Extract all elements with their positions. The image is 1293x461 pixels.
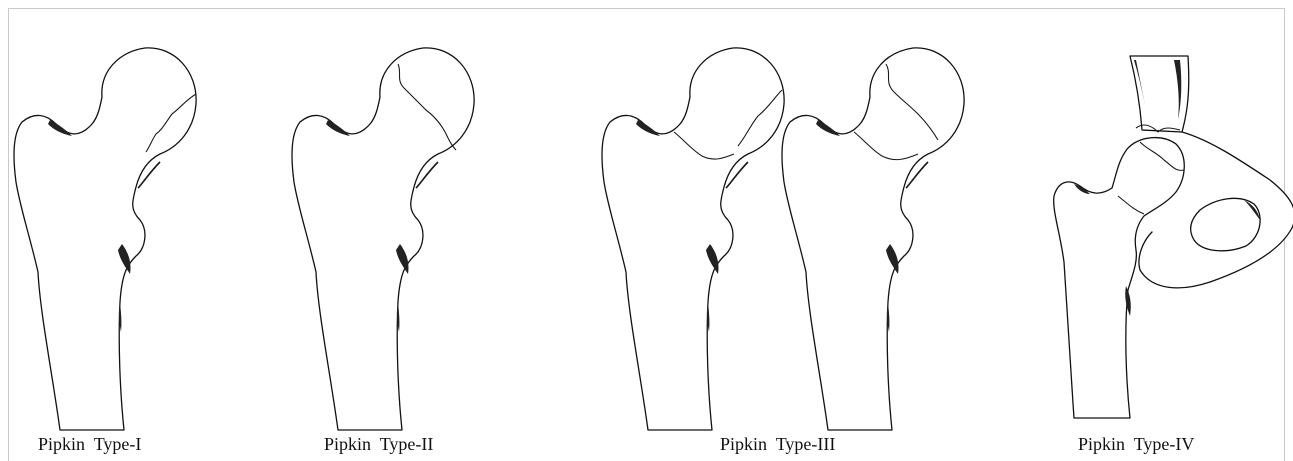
femur-type-3a [602, 48, 784, 430]
caption-type-4: Pipkin Type-IV [1078, 432, 1194, 456]
femur-type-4 [1054, 56, 1293, 418]
caption-type-1: Pipkin Type-I [38, 432, 141, 456]
caption-type-3: Pipkin Type-III [720, 432, 835, 456]
femur-type-3b [782, 48, 964, 430]
femur-type-1 [14, 48, 196, 430]
femur-type-2 [292, 48, 474, 430]
caption-type-2: Pipkin Type-II [324, 432, 433, 456]
